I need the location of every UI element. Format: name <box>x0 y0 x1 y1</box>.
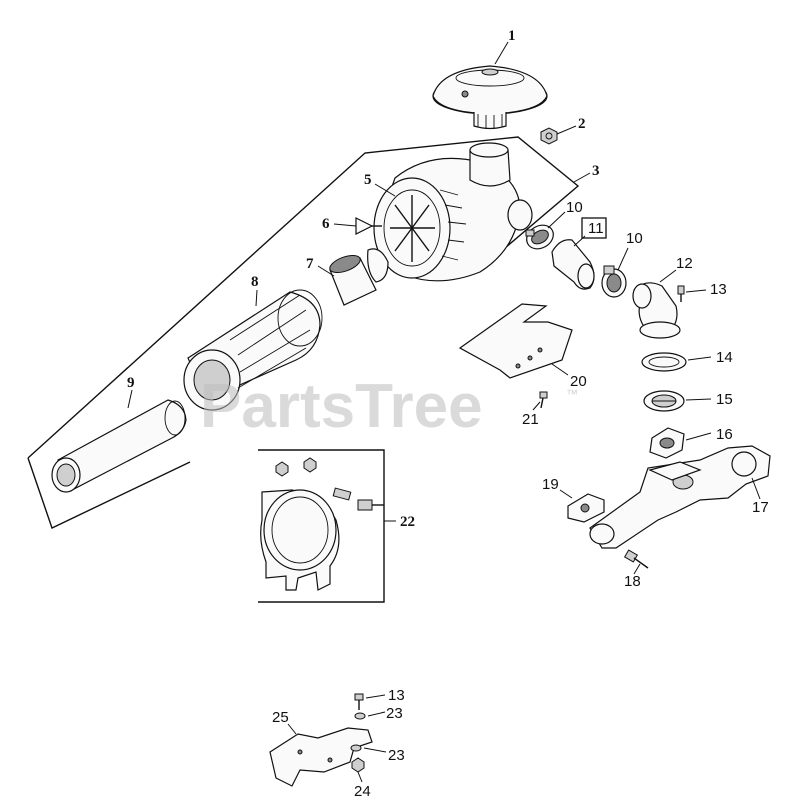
callout-19: 19 <box>542 476 559 493</box>
screw-item-13b[interactable] <box>354 693 364 710</box>
callout-22: 22 <box>400 514 415 530</box>
callout-13b: 13 <box>388 687 405 704</box>
screw-item-13a[interactable] <box>677 285 685 302</box>
callout-20: 20 <box>570 373 587 390</box>
nut-item-24[interactable] <box>351 757 365 773</box>
watermark-trademark: ™ <box>566 387 578 401</box>
mount-bracket-item-22[interactable] <box>260 457 384 591</box>
bolt-item-18[interactable] <box>623 549 649 569</box>
callout-10b: 10 <box>626 230 643 247</box>
callout-16: 16 <box>716 426 733 443</box>
washer-item-23a[interactable] <box>354 712 366 720</box>
callout-18: 18 <box>624 573 641 590</box>
gasket-item-19[interactable] <box>567 493 605 523</box>
callout-25: 25 <box>272 709 289 726</box>
callout-3: 3 <box>592 163 600 179</box>
screw-item-21[interactable] <box>539 391 548 409</box>
callout-21: 21 <box>522 411 539 428</box>
callout-6: 6 <box>322 216 330 232</box>
air-cleaner-cover[interactable] <box>432 65 548 130</box>
hose-item-11[interactable] <box>551 239 595 290</box>
gasket-item-14[interactable] <box>641 352 687 372</box>
adapter-plate-item-16[interactable] <box>649 427 685 459</box>
callout-11: 11 <box>588 220 604 237</box>
air-cleaner-housing[interactable] <box>367 142 533 283</box>
callout-labels: 1 2 3 5 6 7 8 9 10 11 10 12 13 14 15 16 … <box>127 28 769 800</box>
hose-clamp-b[interactable] <box>601 265 627 298</box>
callout-8: 8 <box>251 274 259 290</box>
callout-24: 24 <box>354 783 371 800</box>
callout-14: 14 <box>716 349 733 366</box>
intake-manifold-item-17[interactable] <box>589 445 771 549</box>
bracket-item-20[interactable] <box>458 303 573 379</box>
callout-15: 15 <box>716 391 733 408</box>
callout-9: 9 <box>127 375 135 391</box>
flange-item-15[interactable] <box>643 390 685 412</box>
callout-11-box <box>581 217 607 239</box>
elbow-item-12[interactable] <box>632 282 681 339</box>
assembly-bracket-outline <box>27 136 580 529</box>
primary-filter-element[interactable] <box>183 289 323 411</box>
nut-item-2[interactable] <box>540 127 558 145</box>
watermark-text: PartsTree <box>200 372 483 441</box>
leader-lines <box>127 41 761 783</box>
callout-10a: 10 <box>566 199 583 216</box>
hose-clamp-a[interactable] <box>522 220 557 253</box>
callout-17: 17 <box>752 499 769 516</box>
callout-1: 1 <box>508 28 516 44</box>
callout-2: 2 <box>578 116 586 132</box>
callout-23b: 23 <box>388 747 405 764</box>
lower-bracket-item-25[interactable] <box>269 727 373 787</box>
washer-item-23b[interactable] <box>350 744 362 752</box>
callout-13a: 13 <box>710 281 727 298</box>
mount-bracket-box <box>258 449 385 603</box>
sleeve-item-7[interactable] <box>328 252 377 306</box>
secondary-filter-element[interactable] <box>51 399 187 493</box>
callout-5: 5 <box>364 172 372 188</box>
callout-23a: 23 <box>386 705 403 722</box>
callout-12: 12 <box>676 255 693 272</box>
callout-7: 7 <box>306 256 314 272</box>
